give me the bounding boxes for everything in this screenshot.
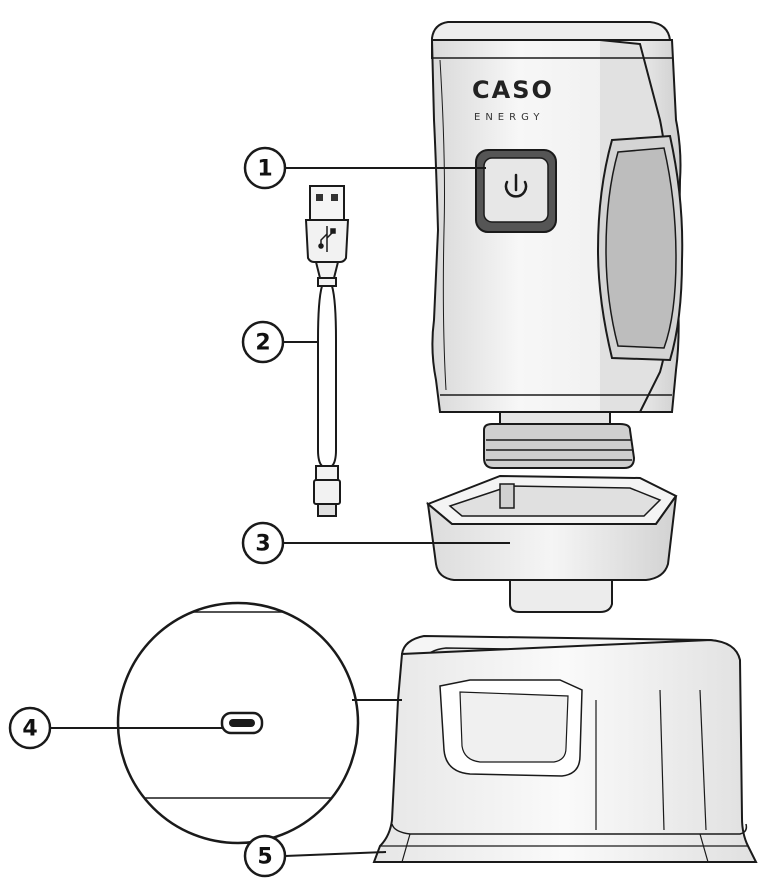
charging-port [220, 711, 264, 735]
charging-base [372, 634, 758, 863]
power-button [475, 149, 557, 233]
callout-4-number: 4 [22, 717, 37, 742]
port-detail-magnifier [116, 601, 402, 845]
power-icon [504, 173, 528, 198]
callout-1-number: 1 [257, 157, 272, 182]
callout-5-number: 5 [257, 845, 272, 870]
device-body [430, 21, 684, 469]
callout-2-number: 2 [255, 331, 270, 356]
adapter-cup [426, 474, 678, 613]
callout-leaders [50, 167, 510, 857]
callout-3: 3 [241, 521, 285, 565]
brand-subtitle: ENERGY [474, 112, 544, 123]
callout-3-number: 3 [255, 532, 270, 557]
usb-cable [304, 185, 350, 517]
usb-symbol-icon [318, 226, 336, 252]
callout-4: 4 [8, 706, 52, 750]
callout-2: 2 [241, 320, 285, 364]
callout-1: 1 [243, 146, 287, 190]
callout-5: 5 [243, 834, 287, 878]
brand-logo: CASO [472, 76, 554, 104]
